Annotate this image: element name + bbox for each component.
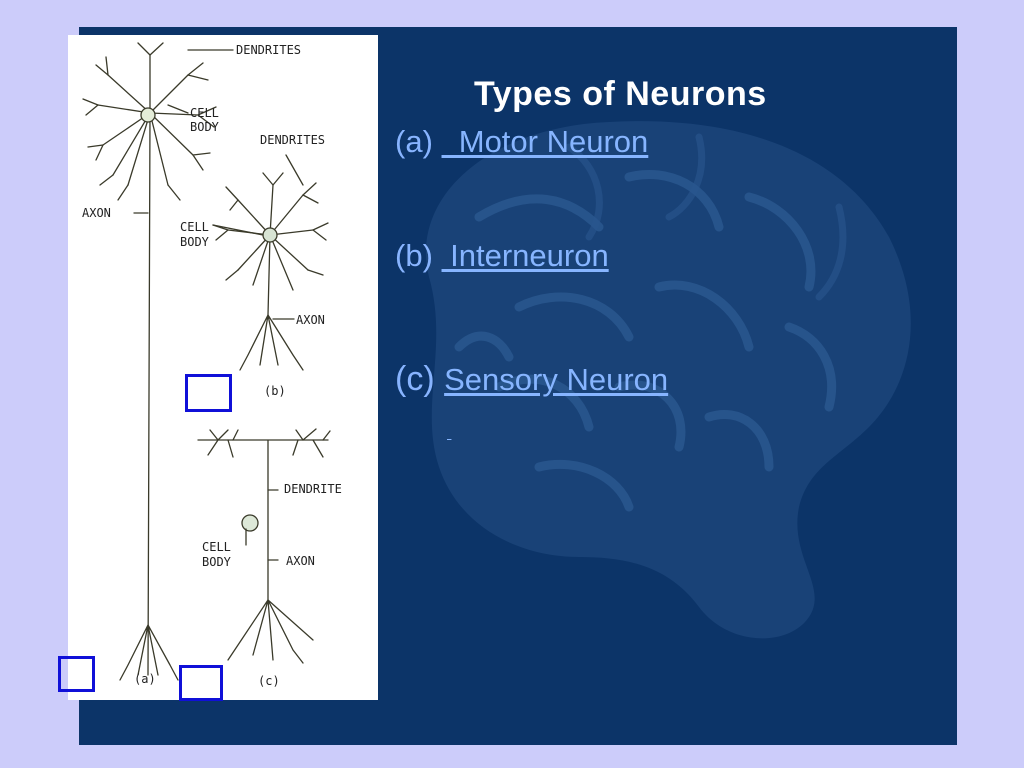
interneuron-link[interactable]: Interneuron xyxy=(441,238,609,273)
label-cell-body-a-line1: CELL xyxy=(190,106,219,120)
highlight-box-a xyxy=(58,656,95,692)
label-dendrite-c: DENDRITE xyxy=(284,482,342,496)
slide-title: Types of Neurons xyxy=(474,75,767,113)
item-letter: (a) xyxy=(395,124,433,159)
label-cell-body-b-line1: CELL xyxy=(180,220,209,234)
caption-a: (a) xyxy=(134,672,156,686)
label-dendrites-b: DENDRITES xyxy=(260,133,325,147)
trailing-link[interactable] xyxy=(447,425,451,443)
list-item-sensory-neuron: (c) Sensory Neuron xyxy=(395,360,668,399)
highlight-box-c xyxy=(179,665,223,701)
item-letter: (c) xyxy=(395,360,435,398)
label-cell-body-b-line2: BODY xyxy=(180,235,210,249)
neuron-drawing: DENDRITES CELL BODY AXON DENDRITES CELL … xyxy=(82,42,342,688)
neuron-diagram: DENDRITES CELL BODY AXON DENDRITES CELL … xyxy=(68,35,378,700)
label-cell-body-c-line2: BODY xyxy=(202,555,232,569)
label-cell-body-a-line2: BODY xyxy=(190,120,220,134)
caption-b: (b) xyxy=(264,384,286,398)
brain-watermark xyxy=(425,121,911,639)
label-cell-body-c-line1: CELL xyxy=(202,540,231,554)
label-axon-c: AXON xyxy=(286,554,315,568)
highlight-box-b xyxy=(185,374,232,412)
caption-c: (c) xyxy=(258,674,280,688)
label-axon-a: AXON xyxy=(82,206,111,220)
sensory-neuron-link[interactable]: Sensory Neuron xyxy=(444,362,669,397)
label-dendrites-a: DENDRITES xyxy=(236,43,301,57)
motor-neuron-link[interactable]: Motor Neuron xyxy=(441,124,649,159)
item-letter: (b) xyxy=(395,238,433,273)
list-item-interneuron: (b) Interneuron xyxy=(395,238,609,274)
list-item-motor-neuron: (a) Motor Neuron xyxy=(395,124,648,160)
label-axon-b: AXON xyxy=(296,313,325,327)
